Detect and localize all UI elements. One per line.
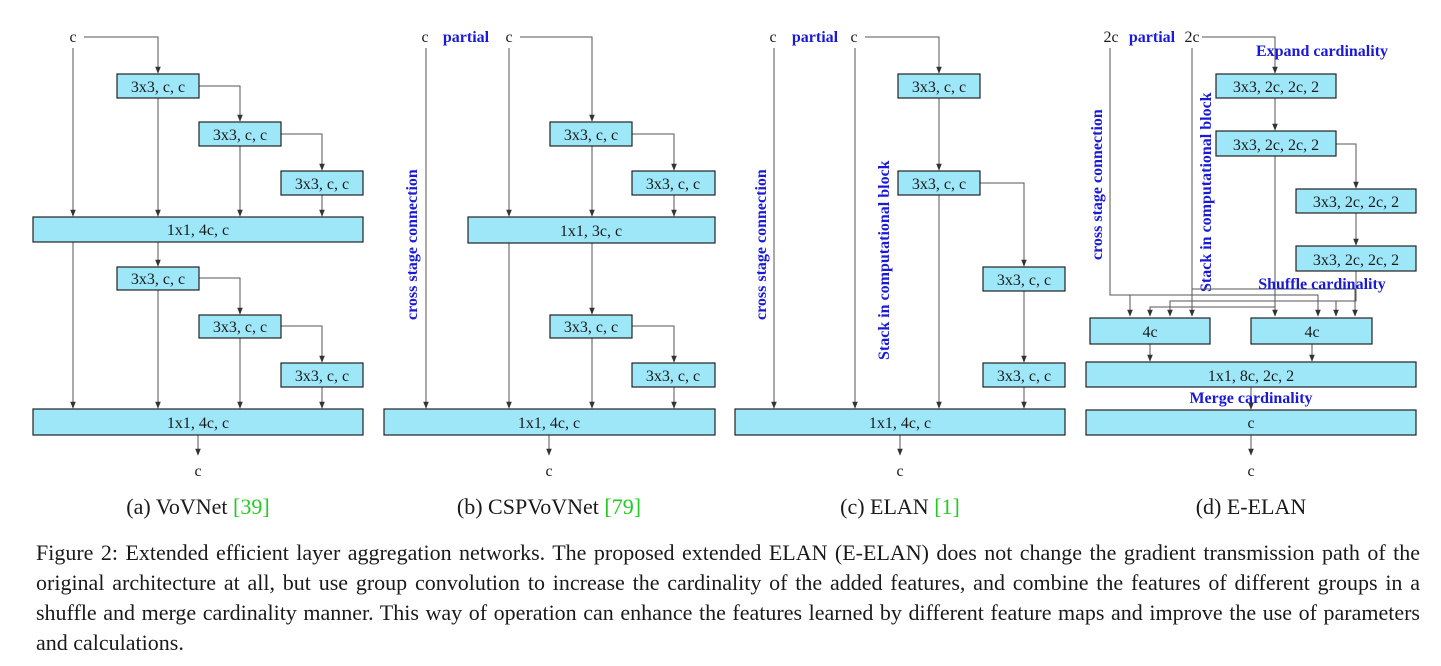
svg-text:3x3, c, c: 3x3, c, c xyxy=(646,176,700,193)
panel-b-box-4: 3x3, c, c xyxy=(549,314,633,339)
panel-b-box-6: 1x1, 4c, c xyxy=(383,408,716,436)
svg-text:3x3, c, c: 3x3, c, c xyxy=(131,271,185,288)
panel-a-box-6: 3x3, c, c xyxy=(198,314,282,339)
svg-text:1x1, 4c, c: 1x1, 4c, c xyxy=(869,415,931,432)
panel-a-box-8: 1x1, 4c, c xyxy=(32,408,364,436)
panel-a-box-5: 3x3, c, c xyxy=(116,266,200,291)
panel-d-box-2: 3x3, 2c, 2c, 2 xyxy=(1215,130,1337,157)
panel-c-box-4: 3x3, c, c xyxy=(982,362,1066,388)
panel-a-caption: (a) VoVNet [39] xyxy=(126,494,269,519)
panel-c-stack-label: Stack in computational block xyxy=(876,160,893,360)
panel-d-shuffle-label: Shuffle cardinality xyxy=(1258,276,1386,293)
panel-b-box-3: 1x1, 3c, c xyxy=(467,216,716,244)
svg-text:3x3, 2c, 2c, 2: 3x3, 2c, 2c, 2 xyxy=(1233,137,1319,154)
panel-a-box-1: 3x3, c, c xyxy=(116,73,200,99)
svg-text:3x3, c, c: 3x3, c, c xyxy=(997,368,1051,385)
panel-a-box-4: 1x1, 4c, c xyxy=(32,216,364,243)
panel-b-cross-stage-label: cross stage connection xyxy=(404,169,421,320)
panel-c-partial-label: partial xyxy=(792,29,839,46)
figure-caption: Figure 2: Extended efficient layer aggre… xyxy=(36,540,1420,655)
svg-text:3x3, c, c: 3x3, c, c xyxy=(564,127,618,144)
svg-text:3x3, c, c: 3x3, c, c xyxy=(912,79,966,96)
svg-text:3x3, c, c: 3x3, c, c xyxy=(131,79,185,96)
panel-d-partial-label: partial xyxy=(1129,29,1176,46)
svg-text:3x3, c, c: 3x3, c, c xyxy=(564,319,618,336)
panel-d-stack-label: Stack in computational block xyxy=(1198,92,1215,292)
panel-b-box-1: 3x3, c, c xyxy=(549,121,633,147)
panel-c-box-3: 3x3, c, c xyxy=(982,266,1066,292)
panel-b-box-5: 3x3, c, c xyxy=(631,362,716,388)
panel-c-input-label-left: c xyxy=(769,29,776,46)
panel-c-caption: (c) ELAN [1] xyxy=(840,494,960,519)
panel-b-output-label: c xyxy=(545,463,552,480)
panel-a-vovnet: c 3x3, c, c 3x3, c, c 3x3, c, c 1x1, 4c,… xyxy=(32,29,364,519)
panel-c-output-label: c xyxy=(896,463,903,480)
panel-c-box-1: 3x3, c, c xyxy=(897,73,981,99)
panel-b-caption: (b) CSPVoVNet [79] xyxy=(457,494,641,519)
panel-d-box-5: 4c xyxy=(1089,317,1211,345)
panel-d-box-4: 3x3, 2c, 2c, 2 xyxy=(1295,245,1417,272)
panel-d-expand-label: Expand cardinality xyxy=(1256,43,1388,60)
svg-text:3x3, c, c: 3x3, c, c xyxy=(213,319,267,336)
panel-b-input-label-left: c xyxy=(421,29,428,46)
svg-text:3x3, c, c: 3x3, c, c xyxy=(213,127,267,144)
svg-text:3x3, c, c: 3x3, c, c xyxy=(997,272,1051,289)
svg-text:1x1, 4c, c: 1x1, 4c, c xyxy=(167,222,229,239)
svg-text:3x3, c, c: 3x3, c, c xyxy=(295,368,349,385)
panel-d-e-elan: 2c partial 2c Expand cardinality cross s… xyxy=(1085,29,1417,519)
panel-b-input-label-right: c xyxy=(505,29,512,46)
svg-text:3x3, c, c: 3x3, c, c xyxy=(646,368,700,385)
panel-d-caption: (d) E-ELAN xyxy=(1196,494,1307,519)
panel-d-box-1: 3x3, 2c, 2c, 2 xyxy=(1215,73,1337,99)
svg-text:3x3, c, c: 3x3, c, c xyxy=(295,176,349,193)
panel-a-box-7: 3x3, c, c xyxy=(280,362,364,388)
panel-d-box-7: 1x1, 8c, 2c, 2 xyxy=(1085,361,1417,388)
svg-text:3x3, 2c, 2c, 2: 3x3, 2c, 2c, 2 xyxy=(1233,79,1319,96)
svg-text:4c: 4c xyxy=(1142,324,1157,341)
svg-text:1x1, 4c, c: 1x1, 4c, c xyxy=(518,415,580,432)
svg-text:3x3, 2c, 2c, 2: 3x3, 2c, 2c, 2 xyxy=(1313,194,1399,211)
panel-c-input-label-right: c xyxy=(850,29,857,46)
panel-b-box-2: 3x3, c, c xyxy=(631,170,716,196)
svg-text:1x1, 4c, c: 1x1, 4c, c xyxy=(167,415,229,432)
panel-c-box-5: 1x1, 4c, c xyxy=(734,408,1066,436)
figure-diagrams: c 3x3, c, c 3x3, c, c 3x3, c, c 1x1, 4c,… xyxy=(32,29,1417,519)
panel-b-cspvovnet: c partial c cross stage connection 3x3, … xyxy=(383,29,716,519)
panel-d-input-label-right: 2c xyxy=(1184,29,1199,46)
panel-c-cross-stage-label: cross stage connection xyxy=(753,169,770,320)
panel-d-box-6: 4c xyxy=(1250,317,1373,345)
panel-c-box-2: 3x3, c, c xyxy=(897,170,981,196)
svg-text:1x1, 8c, 2c, 2: 1x1, 8c, 2c, 2 xyxy=(1208,368,1294,385)
panel-d-merge-label: Merge cardinality xyxy=(1189,390,1312,407)
panel-a-input-label: c xyxy=(69,29,76,46)
panel-a-box-2: 3x3, c, c xyxy=(198,121,282,147)
svg-text:c: c xyxy=(1247,415,1254,432)
panel-d-box-8: c xyxy=(1085,409,1417,436)
panel-a-output-label: c xyxy=(194,463,201,480)
panel-a-box-3: 3x3, c, c xyxy=(280,170,364,196)
panel-b-partial-label: partial xyxy=(443,29,490,46)
panel-d-output-label: c xyxy=(1247,463,1254,480)
svg-text:1x1, 3c, c: 1x1, 3c, c xyxy=(560,223,622,240)
svg-text:3x3, c, c: 3x3, c, c xyxy=(912,176,966,193)
panel-d-input-label-left: 2c xyxy=(1103,29,1118,46)
panel-d-cross-stage-label: cross stage connection xyxy=(1089,109,1106,260)
panel-c-elan: c partial c cross stage connection Stack… xyxy=(734,29,1066,519)
svg-text:4c: 4c xyxy=(1304,324,1319,341)
panel-d-box-3: 3x3, 2c, 2c, 2 xyxy=(1295,188,1417,214)
svg-text:3x3, 2c, 2c, 2: 3x3, 2c, 2c, 2 xyxy=(1313,252,1399,269)
